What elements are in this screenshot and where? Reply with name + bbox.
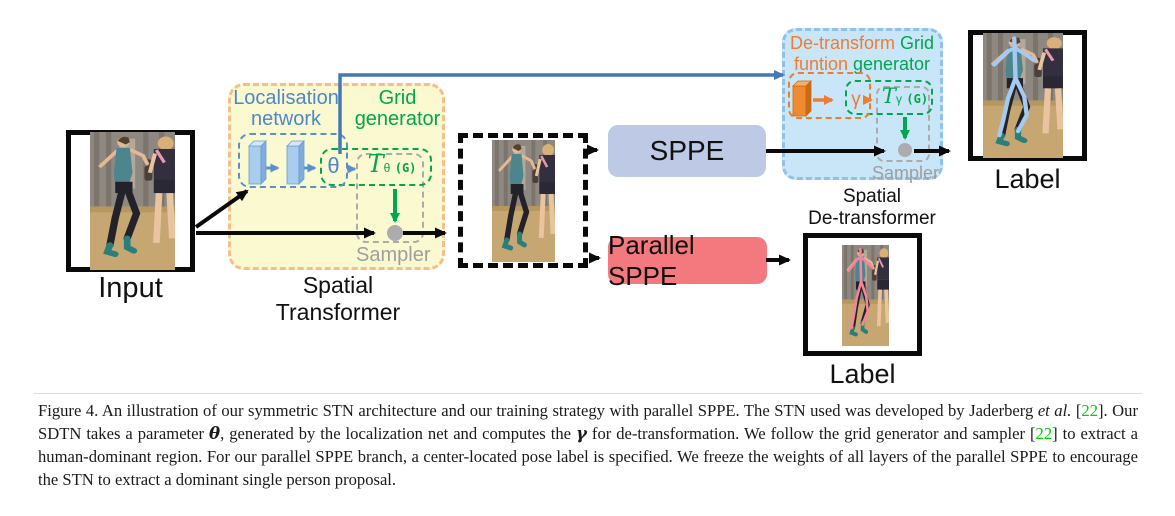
spatial-transformer-name-line2: Transformer xyxy=(275,299,401,325)
grid-line1: Grid xyxy=(378,87,417,109)
sppe-label: SPPE xyxy=(649,135,725,166)
detransformer-header-line2: funtion generator xyxy=(783,54,941,75)
sdtn-sampler-label: Sampler xyxy=(872,163,940,183)
input-image-frame xyxy=(66,130,195,272)
localisation-line1: Localisation xyxy=(233,87,339,109)
input-label: Input xyxy=(98,272,163,304)
caption-theta: θ xyxy=(209,423,221,443)
label-photo-top xyxy=(983,33,1063,158)
detransform-word: De-transform xyxy=(789,33,895,53)
sampler-box xyxy=(356,153,424,243)
caption-segment: , generated by the localization net and … xyxy=(220,424,576,443)
sdtn-sampler-box xyxy=(876,86,930,162)
caption-citation-22: 22 xyxy=(1081,401,1098,420)
caption-segment: ]. Our SDTN takes a parameter xyxy=(38,401,1138,443)
detransformer-header-line1: De-transform Grid xyxy=(783,33,941,54)
caption-segment-etal: et al. xyxy=(1037,401,1072,420)
theta-symbol: θ xyxy=(327,153,340,178)
parallel-sppe-box: Parallel SPPE xyxy=(608,230,767,291)
figure-caption: Figure 4. An illustration of our symmetr… xyxy=(38,399,1138,491)
transform-gamma-expression: Tγ (G) xyxy=(876,84,934,108)
transform-subscript: θ xyxy=(383,161,391,175)
funtion-word: funtion xyxy=(793,54,848,74)
sampler-label: Sampler xyxy=(356,244,431,266)
caption-segment: Figure 4. An illustration of our symmetr… xyxy=(38,401,1038,420)
sdtn-name-line1: Spatial xyxy=(842,186,902,207)
grid-line2: generator xyxy=(354,108,441,130)
label-photo-bottom xyxy=(842,245,889,346)
label-image-frame-bottom xyxy=(803,233,922,356)
sdtn-name-line2: De-transformer xyxy=(808,208,936,229)
label-bottom-text: Label xyxy=(829,359,896,389)
spatial-transformer-name-line1: Spatial xyxy=(302,272,374,298)
caption-segment: [ xyxy=(1071,401,1082,420)
sdtn-generator-word: generator xyxy=(853,54,931,74)
gamma-symbol: γ xyxy=(851,89,861,110)
sdtn-transform-T: T xyxy=(881,84,896,108)
caption-citation-22b: 22 xyxy=(1035,424,1053,443)
transform-argument: (G) xyxy=(394,161,417,175)
sdtn-grid-generator-inner-box xyxy=(845,80,933,115)
sdtn-transform-argument: (G) xyxy=(906,92,929,106)
sppe-box: SPPE xyxy=(608,125,766,177)
localisation-network-inner-box xyxy=(238,133,348,188)
grid-generator-label: Grid generator xyxy=(345,88,450,130)
caption-segment: for de-transformation. We follow the gri… xyxy=(586,424,1036,443)
localisation-line2: network xyxy=(250,108,322,130)
parallel-sppe-label: Parallel SPPE xyxy=(608,229,695,291)
cropped-photo xyxy=(492,140,555,262)
caption-top-rule xyxy=(34,393,1142,394)
caption-segment: ] to extract a human-dominant region. Fo… xyxy=(38,424,1138,489)
transform-theta-expression: Tθ (G) xyxy=(356,150,428,178)
spatial-transformer-label: Spatial Transformer xyxy=(247,272,429,326)
spatial-detransformer-label: Spatial De-transformer xyxy=(782,186,962,230)
localisation-network-label: Localisation network xyxy=(230,88,342,130)
caption-gamma: γ xyxy=(575,423,587,443)
sdtn-transform-subscript: γ xyxy=(895,92,902,106)
label-top-text: Label xyxy=(994,164,1061,194)
transform-T: T xyxy=(367,150,384,178)
label-image-frame-top xyxy=(968,30,1087,161)
sdtn-grid-word: Grid xyxy=(900,33,935,53)
input-photo xyxy=(90,132,175,270)
